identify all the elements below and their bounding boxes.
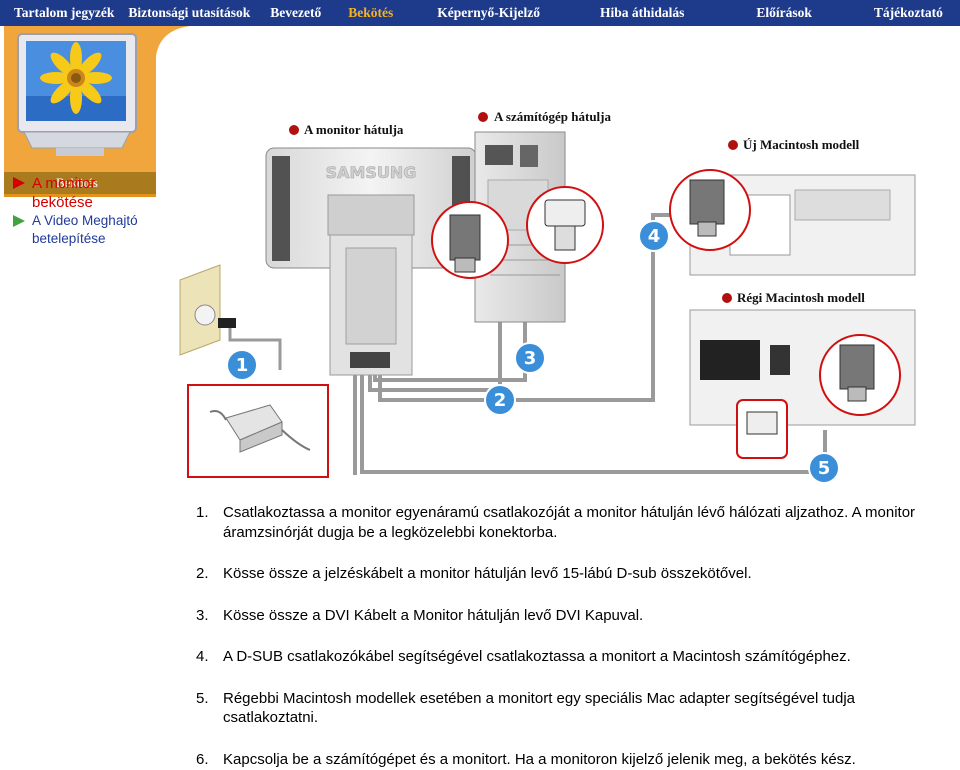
instruction-step: 6. Kapcsolja be a számítógépet és a moni… [196, 750, 946, 770]
step-number: 2. [196, 564, 223, 584]
pc-back-label: A számítógép hátulja [494, 109, 612, 124]
step-text: Csatlakoztassa a monitor egyenáramú csat… [223, 503, 946, 542]
instruction-step: 4. A D-SUB csatlakozókábel segítségével … [196, 647, 946, 667]
badge-5: 5 [818, 458, 831, 479]
step-number: 5. [196, 689, 223, 728]
sidebar-link-label[interactable]: A monitor bekötése [32, 174, 132, 212]
nav-setup[interactable]: Bekötés [334, 0, 407, 26]
step-text: Kösse össze a jelzéskábelt a monitor hát… [223, 564, 946, 584]
sidebar-link-video-driver[interactable]: A Video Meghajtó betelepítése [12, 212, 152, 248]
step-number: 3. [196, 606, 223, 626]
brand-label: SAMSUNG [326, 163, 417, 182]
nav-troubleshooting[interactable]: Hiba áthidalás [570, 0, 714, 26]
step-number: 1. [196, 503, 223, 542]
instruction-step: 3. Kösse össze a DVI Kábelt a Monitor há… [196, 606, 946, 626]
instruction-step: 1. Csatlakoztassa a monitor egyenáramú c… [196, 503, 946, 542]
top-navigation-bar: Tartalom jegyzék Biztonsági utasítások B… [0, 0, 960, 26]
wall-outlet-illustration [180, 265, 236, 355]
power-adapter-illustration [188, 385, 328, 477]
step-number: 6. [196, 750, 223, 770]
green-arrow-icon [12, 214, 26, 228]
badge-1: 1 [236, 355, 249, 376]
step-text: Kapcsolja be a számítógépet és a monitor… [223, 750, 946, 770]
sidebar-link-connect-monitor[interactable]: A monitor bekötése [12, 174, 132, 212]
nav-information[interactable]: Tájékoztató [854, 0, 960, 26]
step-text: Régebbi Macintosh modellek esetében a mo… [223, 689, 946, 728]
new-mac-illustration [670, 170, 915, 275]
instruction-list: 1. Csatlakoztassa a monitor egyenáramú c… [196, 503, 946, 769]
instruction-step: 5. Régebbi Macintosh modellek esetében a… [196, 689, 946, 728]
step-text: Kösse össze a DVI Kábelt a Monitor hátul… [223, 606, 946, 626]
step-text: A D-SUB csatlakozókábel segítségével csa… [223, 647, 946, 667]
sidebar: Bekötés A monitor bekötése A Video Megha… [0, 26, 156, 770]
nav-specifications[interactable]: Előírások [714, 0, 854, 26]
monitor-flower-icon [4, 26, 156, 172]
nav-contents[interactable]: Tartalom jegyzék [0, 0, 121, 26]
badge-3: 3 [524, 348, 537, 369]
sidebar-link-label[interactable]: A Video Meghajtó betelepítése [32, 212, 152, 248]
badge-4: 4 [648, 226, 661, 247]
sidebar-corner-decoration [150, 26, 190, 56]
nav-osd[interactable]: Képernyő-Kijelző [407, 0, 570, 26]
connection-diagram: SAMSUNG [170, 100, 950, 490]
new-mac-label: Új Macintosh modell [743, 137, 860, 152]
old-mac-label: Régi Macintosh modell [737, 290, 865, 305]
monitor-back-label: A monitor hátulja [304, 122, 404, 137]
badge-2: 2 [494, 390, 507, 411]
sidebar-banner [4, 26, 156, 172]
step-number: 4. [196, 647, 223, 667]
old-mac-illustration [690, 310, 915, 458]
nav-introduction[interactable]: Bevezető [257, 0, 334, 26]
instruction-step: 2. Kösse össze a jelzéskábelt a monitor … [196, 564, 946, 584]
red-arrow-icon [12, 176, 26, 190]
nav-safety[interactable]: Biztonsági utasítások [121, 0, 257, 26]
